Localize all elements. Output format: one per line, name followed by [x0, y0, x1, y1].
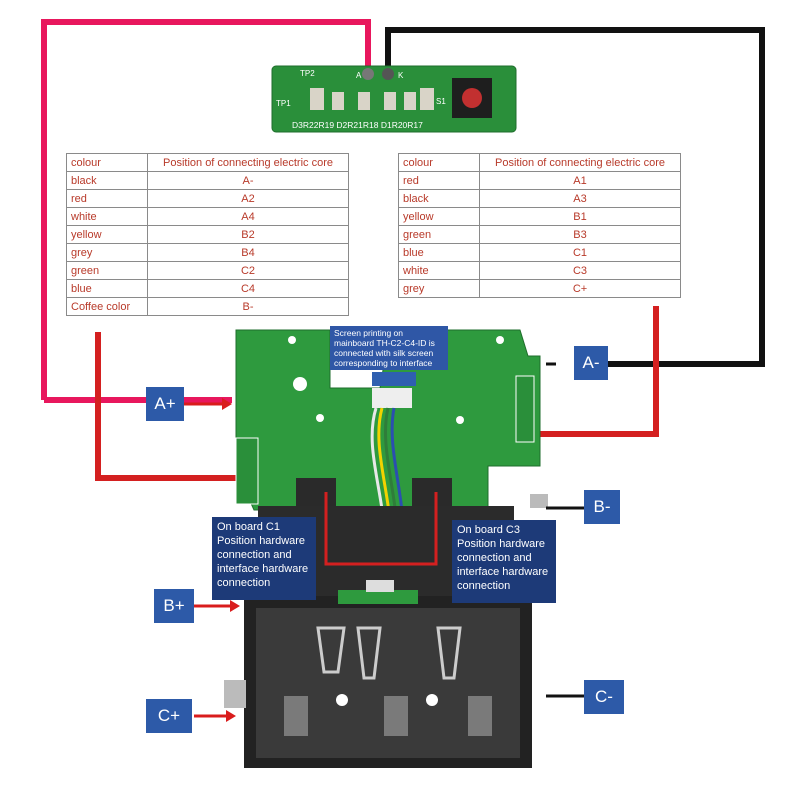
small-board-refs: D3R22R19 D2R21R18 D1R20R17 [292, 120, 423, 130]
c3-connection-line [408, 492, 438, 566]
main-pcb [235, 329, 541, 511]
right-color-table: colour Position of connecting electric c… [398, 153, 681, 298]
mainboard-note: Screen printing on mainboard TH-C2-C4-ID… [330, 326, 448, 378]
a-minus-tag: A- [574, 346, 608, 380]
b-plus-tag: B+ [154, 589, 194, 623]
c1-connection-line [324, 492, 408, 566]
c-plus-tag: C+ [146, 699, 192, 733]
k-label: K [398, 71, 404, 80]
a-plus-tag: A+ [146, 387, 184, 421]
battery-holder [224, 494, 548, 768]
interface-small-board [271, 65, 517, 133]
red-wire-a-plus [41, 19, 371, 400]
tp1-label: TP1 [276, 99, 291, 108]
table-header-row: colour Position of connecting electric c… [66, 153, 349, 172]
left-color-table: colour Position of connecting electric c… [66, 153, 349, 316]
b-minus-tag: B- [584, 490, 620, 524]
table-header-row: colour Position of connecting electric c… [398, 153, 681, 172]
tp2-label: TP2 [300, 69, 315, 78]
c-minus-tag: C- [584, 680, 624, 714]
a-label: A [356, 71, 362, 80]
dark-red-wire-left [95, 332, 244, 481]
dark-red-wire-right [518, 306, 659, 437]
c1-note: On board C1 Position hardware connection… [212, 517, 316, 600]
c3-note: On board C3 Position hardware connection… [452, 520, 556, 603]
black-wire-a-minus [385, 27, 765, 367]
arrows [184, 362, 584, 722]
s1-label: S1 [436, 97, 446, 106]
